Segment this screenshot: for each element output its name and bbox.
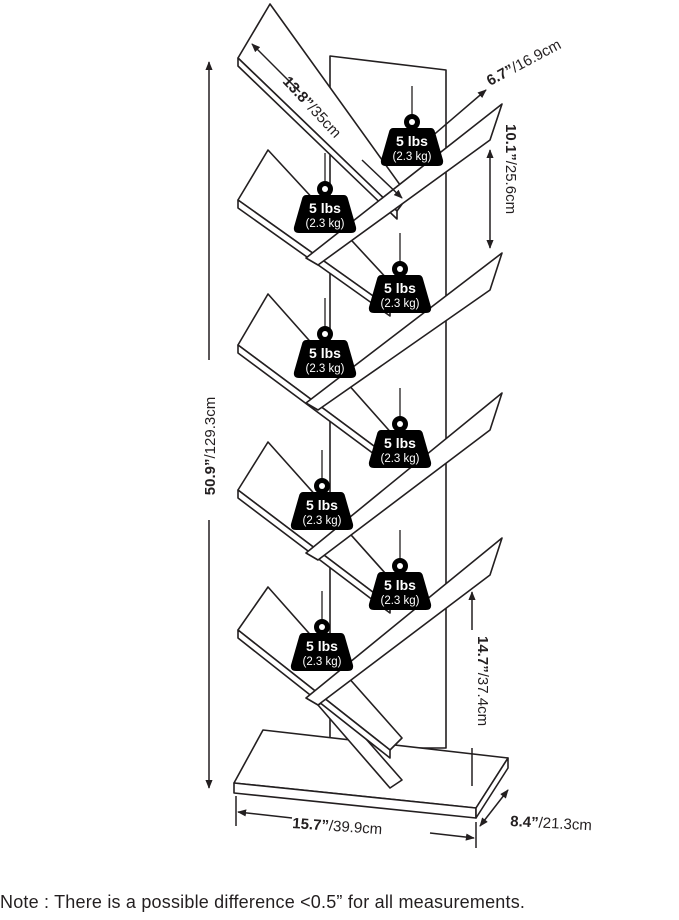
weight-kg-label: (2.3 kg) (381, 595, 420, 607)
height-label: 50.9”/129.3cm (202, 397, 219, 495)
weight-icon: 5 lbs (2.3 kg) (380, 86, 444, 166)
shelf-base (233, 729, 509, 819)
weight-icon: 5 lbs (2.3 kg) (290, 450, 354, 530)
weight-lbs-label: 5 lbs (384, 435, 416, 451)
base-width-label: 15.7”/39.9cm (292, 815, 383, 838)
weight-icon: 5 lbs (2.3 kg) (368, 530, 432, 610)
weight-lbs-label: 5 lbs (306, 638, 338, 654)
shelf-spacing-label: 10.1”/25.6cm (502, 124, 519, 214)
dimension-lines (205, 43, 509, 848)
bottom-height-label: 14.7”/37.4cm (474, 636, 491, 726)
base-depth-label: 8.4”/21.3cm (510, 813, 592, 834)
right-shelves (305, 103, 503, 706)
measurement-note: Note : There is a possible difference <0… (0, 892, 526, 912)
weight-lbs-label: 5 lbs (384, 577, 416, 593)
weight-kg-label: (2.3 kg) (303, 515, 342, 527)
weight-icon: 5 lbs (2.3 kg) (290, 591, 354, 671)
shelf-depth-label: 6.7”/16.9cm (484, 36, 564, 89)
weight-kg-label: (2.3 kg) (306, 363, 345, 375)
weight-icon: 5 lbs (2.3 kg) (368, 233, 432, 313)
weight-icon: 5 lbs (2.3 kg) (293, 153, 357, 233)
weight-badges: 5 lbs(2.3 kg)5 lbs(2.3 kg)5 lbs(2.3 kg)5… (290, 86, 444, 671)
weight-lbs-label: 5 lbs (309, 345, 341, 361)
weight-kg-label: (2.3 kg) (381, 453, 420, 465)
weight-icon: 5 lbs (2.3 kg) (293, 298, 357, 378)
weight-kg-label: (2.3 kg) (306, 218, 345, 230)
weight-kg-label: (2.3 kg) (303, 656, 342, 668)
weight-kg-label: (2.3 kg) (381, 298, 420, 310)
weight-lbs-label: 5 lbs (384, 280, 416, 296)
weight-lbs-label: 5 lbs (306, 497, 338, 513)
weight-kg-label: (2.3 kg) (393, 151, 432, 163)
weight-lbs-label: 5 lbs (309, 200, 341, 216)
weight-icon: 5 lbs (2.3 kg) (368, 388, 432, 468)
weight-lbs-label: 5 lbs (396, 133, 428, 149)
